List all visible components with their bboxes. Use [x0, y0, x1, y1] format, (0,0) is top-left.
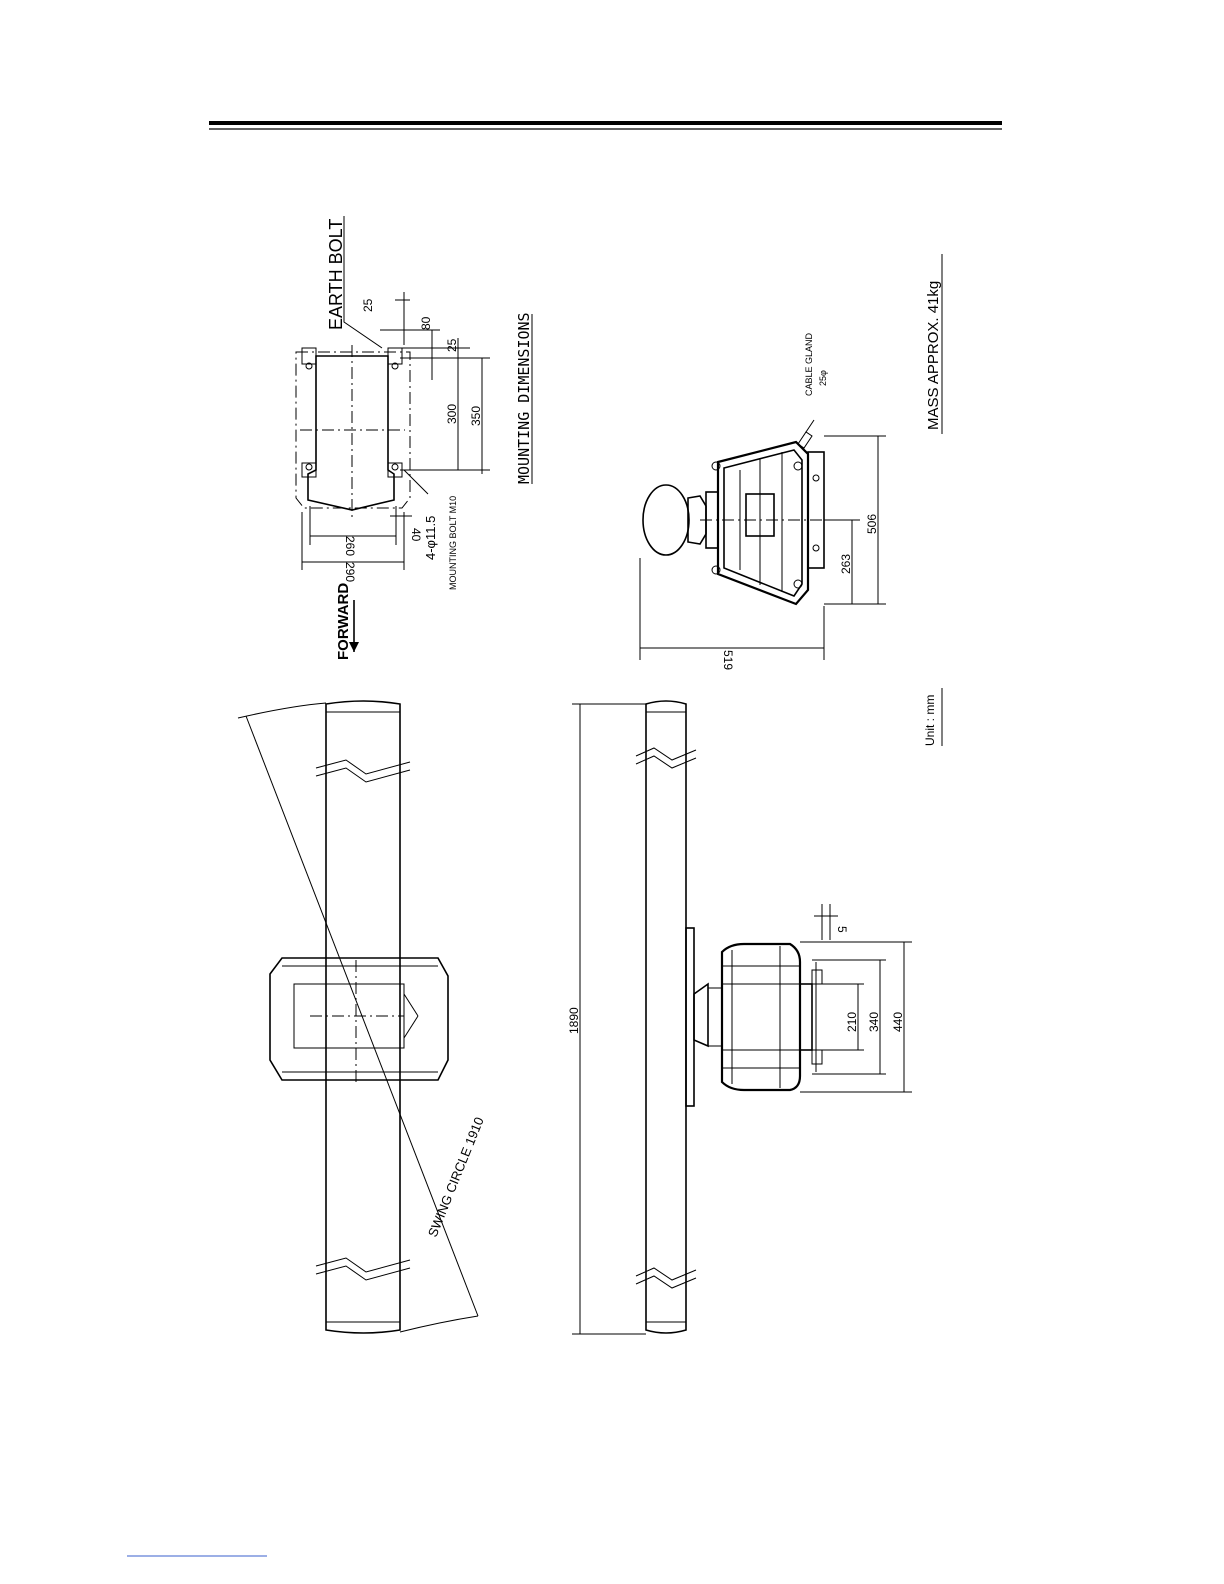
- cable-gland-size: 25φ: [818, 370, 828, 386]
- front-view: [572, 701, 912, 1334]
- mounting-bolt-count: 4-φ11.5: [423, 516, 438, 560]
- dim-40: 40: [409, 528, 423, 542]
- dim-260: 260: [343, 536, 357, 556]
- unit-note: Unit : mm: [923, 695, 937, 746]
- dim-350: 350: [469, 406, 483, 426]
- dim-340: 340: [867, 1012, 881, 1032]
- dim-25: 25: [445, 338, 459, 352]
- forward-label: FORWARD: [335, 583, 352, 660]
- earth-bolt-label: EARTH BOLT: [326, 219, 346, 330]
- dim-80: 80: [419, 316, 433, 330]
- dim-519: 519: [721, 650, 735, 670]
- mounting-bolt-spec: MOUNTING BOLT M10: [448, 496, 458, 590]
- mass-note: MASS APPROX. 41kg: [925, 281, 942, 430]
- dim-1890: 1890: [567, 1007, 581, 1034]
- cable-gland-label: CABLE GLAND: [804, 332, 814, 396]
- dim-440: 440: [891, 1012, 905, 1032]
- swing-circle-label: SWING CIRCLE 1910: [425, 1115, 487, 1239]
- dim-5: 5: [835, 926, 849, 933]
- dim-210: 210: [845, 1012, 859, 1032]
- dim-290: 290: [343, 562, 357, 582]
- mounting-dimensions-title: MOUNTING DIMENSIONS: [515, 312, 533, 484]
- dim-25-top: 25: [361, 298, 375, 312]
- top-view: [238, 701, 478, 1333]
- side-view: [640, 420, 886, 660]
- dim-506: 506: [865, 514, 879, 534]
- header-rule: [209, 123, 1002, 129]
- dim-300: 300: [445, 404, 459, 424]
- dim-263: 263: [839, 554, 853, 574]
